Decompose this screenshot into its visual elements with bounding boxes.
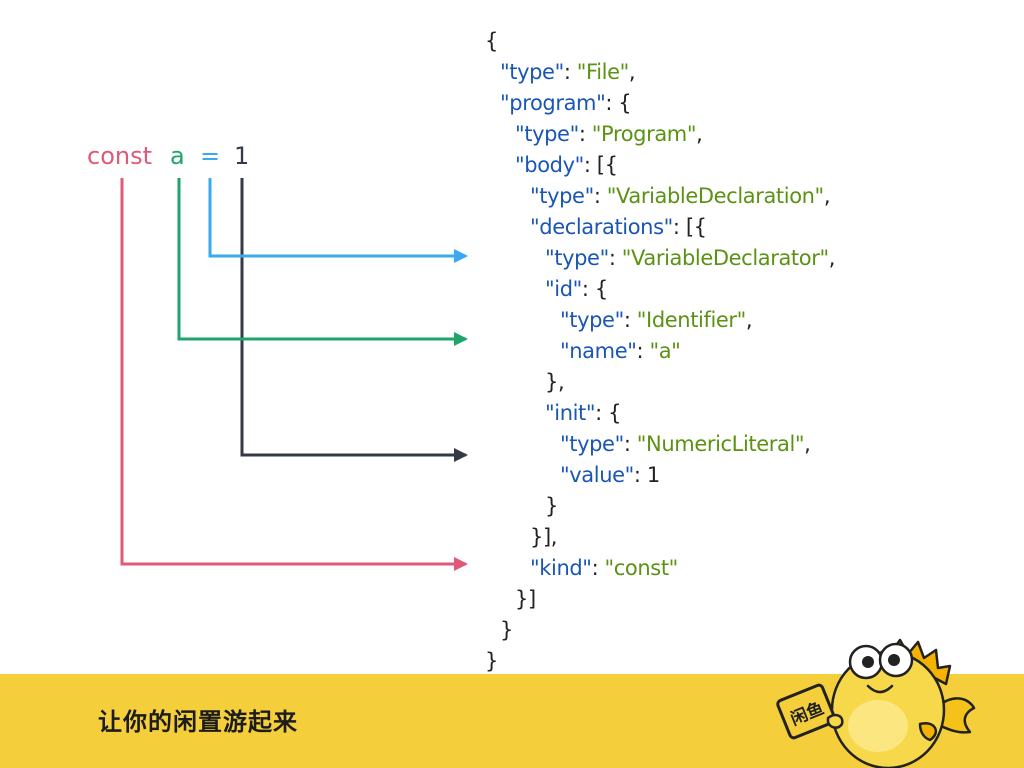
ast-key: "kind" <box>530 556 592 580</box>
ast-punct: : <box>636 339 650 363</box>
ast-punct: : <box>593 184 607 208</box>
ast-key: "value" <box>560 463 634 487</box>
ast-punct: : <box>623 432 637 456</box>
ast-punct: }], <box>530 525 558 549</box>
ast-punct: : <box>563 60 577 84</box>
mapping-diagram: const a = 1 <box>87 142 468 571</box>
ast-punct: : <box>591 556 605 580</box>
arrow-icon <box>177 178 468 346</box>
ast-line: } <box>485 646 498 677</box>
ast-key: "init" <box>545 401 596 425</box>
ast-punct: }] <box>515 587 536 611</box>
ast-punct: { <box>485 29 498 53</box>
ast-punct: : [{ <box>672 215 707 239</box>
ast-line: "kind": "const" <box>530 553 678 584</box>
ast-line: } <box>500 615 513 646</box>
ast-punct: } <box>485 649 498 673</box>
ast-punct: : { <box>595 401 622 425</box>
ast-line: "type": "VariableDeclaration", <box>530 181 831 212</box>
ast-line: "init": { <box>545 398 621 429</box>
ast-punct: }, <box>545 370 565 394</box>
ast-punct: , <box>696 122 703 146</box>
ast-punct: , <box>628 60 636 84</box>
ast-punct: : { <box>581 277 608 301</box>
arrow-icon <box>240 178 468 462</box>
fish-mascot-icon: 闲鱼 <box>776 638 976 768</box>
ast-punct: : { <box>605 91 632 115</box>
ast-punct: : <box>623 308 637 332</box>
ast-punct: , <box>745 308 753 332</box>
ast-line: "program": { <box>500 88 632 119</box>
ast-punct: , <box>828 246 836 270</box>
ast-key: "type" <box>500 60 564 84</box>
ast-punct: , <box>804 432 811 456</box>
token-const: const <box>87 142 152 170</box>
ast-line: "type": "NumericLiteral", <box>560 429 811 460</box>
ast-punct: } <box>545 494 558 518</box>
ast-line: "id": { <box>545 274 608 305</box>
ast-line: "type": "Identifier", <box>560 305 753 336</box>
ast-line: "value": 1 <box>560 460 660 491</box>
ast-line: "type": "Program", <box>515 119 703 150</box>
ast-line: }, <box>545 367 565 398</box>
ast-key: "id" <box>545 277 582 301</box>
ast-string: "File" <box>576 60 629 84</box>
arrow-icon <box>208 178 468 263</box>
ast-line: }] <box>515 584 536 615</box>
token-operator: = <box>200 142 220 170</box>
ast-string: "VariableDeclarator" <box>621 246 829 270</box>
ast-string: "VariableDeclaration" <box>606 184 824 208</box>
ast-punct: : <box>608 246 622 270</box>
ast-string: "const" <box>604 556 679 580</box>
ast-string: "NumericLiteral" <box>636 432 805 456</box>
ast-line: { <box>485 26 498 57</box>
ast-line: "body": [{ <box>515 150 618 181</box>
ast-punct: : [{ <box>583 153 618 177</box>
ast-line: "declarations": [{ <box>530 212 707 243</box>
ast-string: "Identifier" <box>636 308 747 332</box>
ast-key: "name" <box>560 339 637 363</box>
ast-punct: : <box>633 463 647 487</box>
token-identifier: a <box>170 142 185 170</box>
ast-key: "type" <box>560 308 624 332</box>
ast-key: "type" <box>560 432 624 456</box>
token-literal: 1 <box>234 142 249 170</box>
ast-punct: , <box>823 184 831 208</box>
ast-line: } <box>545 491 558 522</box>
ast-punct: } <box>500 618 513 642</box>
ast-line: "type": "File", <box>500 57 636 88</box>
ast-key: "type" <box>530 184 594 208</box>
ast-line: }], <box>530 522 557 553</box>
ast-string: "Program" <box>591 122 697 146</box>
ast-line: "name": "a" <box>560 336 681 367</box>
ast-key: "type" <box>515 122 579 146</box>
ast-string: "a" <box>649 339 681 363</box>
ast-key: "body" <box>515 153 584 177</box>
ast-key: "program" <box>500 91 606 115</box>
footer-slogan: 让你的闲置游起来 <box>98 708 298 736</box>
ast-punct: 1 <box>646 463 660 487</box>
ast-key: "type" <box>545 246 609 270</box>
ast-key: "declarations" <box>530 215 673 239</box>
ast-line: "type": "VariableDeclarator", <box>545 243 835 274</box>
arrow-icon <box>120 178 468 571</box>
ast-punct: : <box>578 122 592 146</box>
